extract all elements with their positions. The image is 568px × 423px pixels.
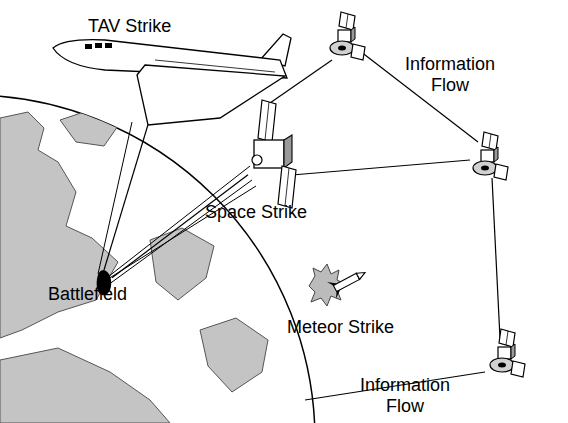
cockpit-window [85,44,92,49]
node-label: Meteor Strike [287,317,394,338]
strike-connector [104,125,148,270]
shuttle-node: TAV Strike [45,30,290,125]
cockpit-window [105,43,112,48]
continent [150,228,214,300]
cockpit-window [95,43,102,48]
node-label: TAV Strike [88,16,171,37]
missile-body [333,273,359,291]
strike-beam [98,122,132,274]
node-label: Space Strike [205,202,307,223]
solar-panel [258,100,276,142]
relay-satellite [490,329,525,377]
satellite-outline [248,100,312,210]
solar-panel [278,166,296,208]
missile-fin [333,290,343,299]
weapon-side [284,135,292,168]
flow-label: Information Flow [345,375,465,417]
node-label: Battlefield [48,284,127,305]
satellite-node: Space Strike [248,100,312,210]
continent [0,348,170,423]
relay-satellite [330,12,365,60]
missile-nose [356,269,366,279]
meteor-node: Meteor Strike [305,262,371,310]
strike-beam [100,186,256,284]
meteor-outline [305,262,371,310]
panel-grid [265,102,269,140]
blob-node: Battlefield [96,270,112,296]
payload-bay-line [155,60,275,72]
missile-fin [327,278,337,287]
information-link [292,160,470,175]
strike-connector [112,175,248,278]
earth-globe [0,95,315,423]
relay-satellite [473,132,508,180]
continent [60,110,118,146]
shuttle-outline [45,30,290,125]
information-link [492,178,500,338]
continent [200,318,268,392]
missile [327,264,369,299]
beam-aperture [252,155,262,165]
strike-beam [108,180,252,285]
flow-label: Information Flow [390,54,510,96]
panel-grid [285,168,289,206]
strike-beam [104,166,250,280]
